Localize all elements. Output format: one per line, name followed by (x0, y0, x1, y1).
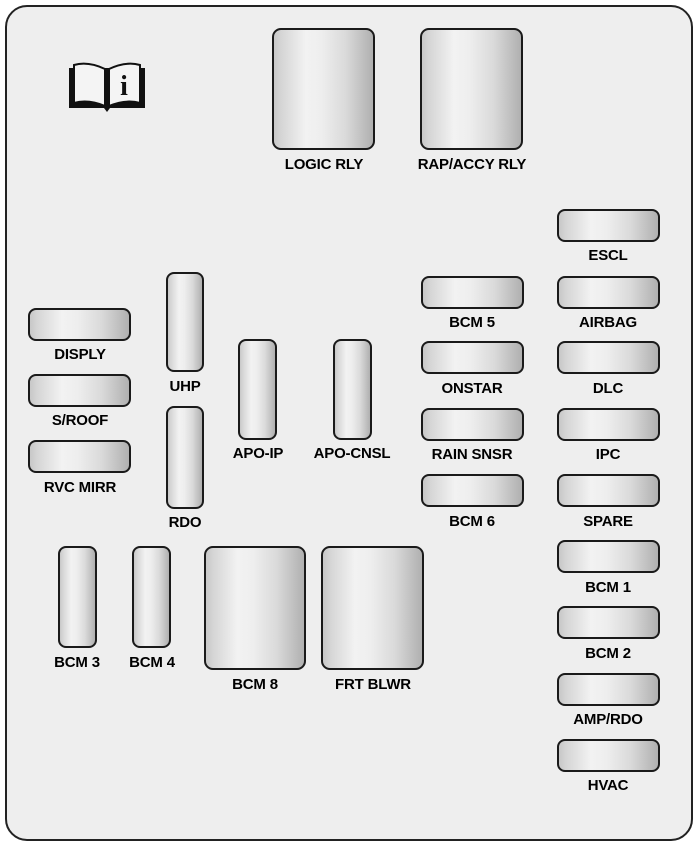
relay-label-frt-blwr: FRT BLWR (335, 676, 411, 693)
fuse-label-bcm-5: BCM 5 (449, 314, 495, 331)
fuse-rvc-mirr (28, 440, 131, 473)
fuse-label-bcm-6: BCM 6 (449, 513, 495, 530)
fuse-bcm-2 (557, 606, 660, 639)
fuse-apo-ip (238, 339, 277, 440)
fuse-label-ipc: IPC (595, 446, 621, 463)
fuse-label-hvac: HVAC (587, 777, 629, 794)
fuse-escl (557, 209, 660, 242)
fuse-bcm-4 (132, 546, 171, 648)
fuse-bcm-6 (421, 474, 524, 507)
fuse-rdo (166, 406, 204, 509)
fuse-dlc (557, 341, 660, 374)
fuse-rain-snsr (421, 408, 524, 441)
fuse-bcm-3 (58, 546, 97, 648)
relay-rap-accy-rly (420, 28, 523, 150)
relay-bcm-8 (204, 546, 306, 670)
fuse-hvac (557, 739, 660, 772)
info-glyph: i (120, 71, 128, 102)
fuse-label-bcm-4: BCM 4 (129, 654, 175, 671)
fuse-bcm-5 (421, 276, 524, 309)
fuse-label-rain-snsr: RAIN SNSR (431, 446, 513, 463)
fuse-label-s-roof: S/ROOF (51, 412, 109, 429)
fuse-uhp (166, 272, 204, 372)
fuse-label-bcm-1: BCM 1 (585, 579, 631, 596)
fuse-label-airbag: AIRBAG (579, 314, 637, 331)
owner-manual-icon: i (69, 62, 145, 112)
fuse-label-escl: ESCL (588, 247, 628, 264)
fuse-disply (28, 308, 131, 341)
fuse-label-apo-cnsl: APO-CNSL (313, 445, 391, 462)
fuse-label-dlc: DLC (592, 380, 624, 397)
fuse-spare (557, 474, 660, 507)
fuse-ipc (557, 408, 660, 441)
fuse-label-apo-ip: APO-IP (232, 445, 284, 462)
fuse-label-disply: DISPLY (54, 346, 106, 363)
fuse-label-uhp: UHP (169, 378, 201, 395)
fuse-label-bcm-2: BCM 2 (585, 645, 631, 662)
relay-frt-blwr (321, 546, 424, 670)
fuse-label-onstar: ONSTAR (441, 380, 503, 397)
fuse-onstar (421, 341, 524, 374)
fuse-apo-cnsl (333, 339, 372, 440)
fuse-label-bcm-3: BCM 3 (54, 654, 100, 671)
fuse-label-spare: SPARE (583, 513, 633, 530)
fuse-label-rdo: RDO (168, 514, 202, 531)
fuse-airbag (557, 276, 660, 309)
fuse-label-amp-rdo: AMP/RDO (573, 711, 643, 728)
relay-label-rap-accy-rly: RAP/ACCY RLY (417, 156, 527, 173)
fuse-s-roof (28, 374, 131, 407)
relay-label-bcm-8: BCM 8 (232, 676, 278, 693)
fuse-bcm-1 (557, 540, 660, 573)
fuse-label-rvc-mirr: RVC MIRR (43, 479, 117, 496)
relay-label-logic-rly: LOGIC RLY (284, 156, 364, 173)
relay-logic-rly (272, 28, 375, 150)
fuse-amp-rdo (557, 673, 660, 706)
